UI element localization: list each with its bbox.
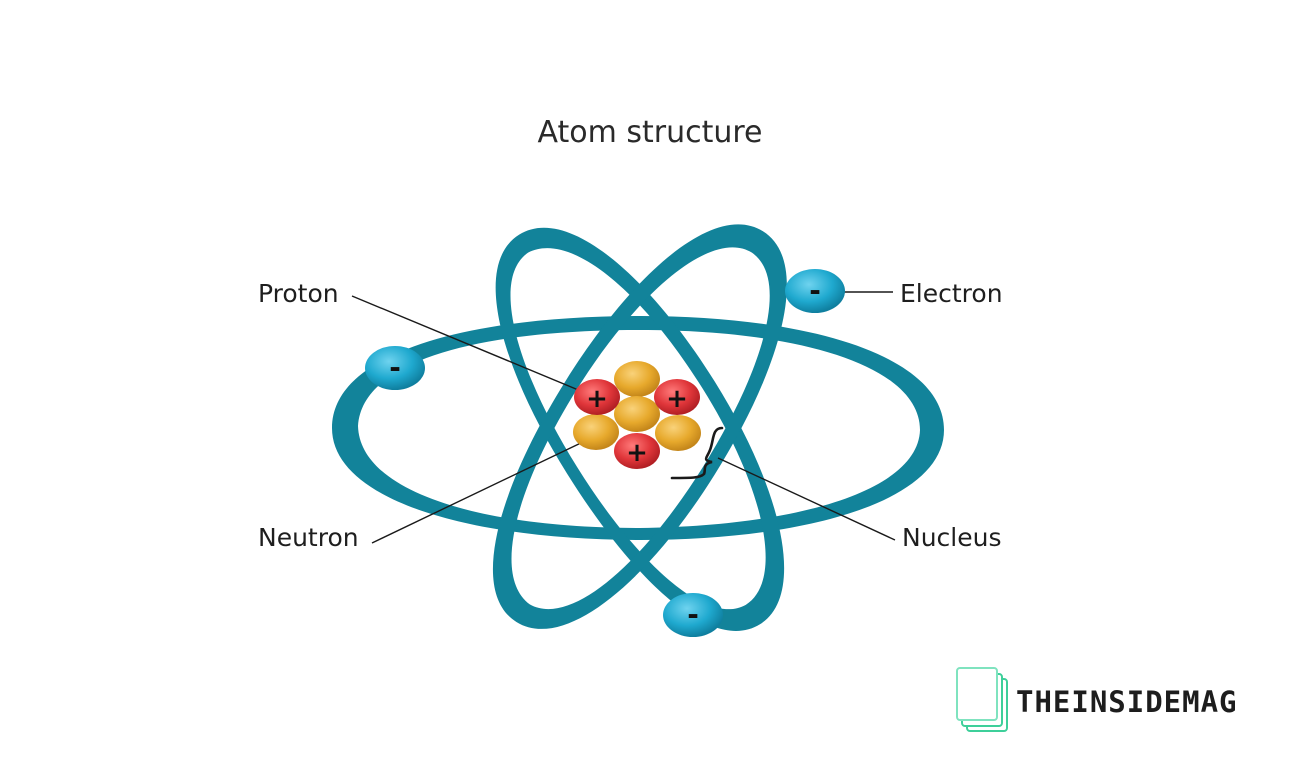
- electrons: - - -: [365, 269, 845, 637]
- proton: [654, 379, 700, 415]
- nucleus: + + +: [573, 361, 701, 469]
- proton: [574, 379, 620, 415]
- nucleus-bracket: [670, 426, 724, 480]
- neutron-leader: [371, 440, 586, 544]
- electron-sign: -: [687, 598, 699, 631]
- orbits: [332, 224, 944, 631]
- orbit-tilted-left: [492, 224, 787, 629]
- neutron: [614, 361, 660, 397]
- brand-logo: THEINSIDEMAG: [956, 667, 1238, 732]
- stacked-pages-icon: [956, 667, 1008, 732]
- label-nucleus: Nucleus: [902, 523, 1002, 552]
- electron: [785, 269, 845, 313]
- proton-sign: +: [586, 384, 608, 414]
- label-proton: Proton: [258, 279, 339, 308]
- electron-sign: -: [809, 274, 821, 307]
- neutron: [655, 415, 701, 451]
- nucleus-leader: [717, 457, 896, 541]
- proton: [614, 433, 660, 469]
- electron-sign: -: [389, 351, 401, 384]
- neutron: [573, 414, 619, 450]
- proton-leader: [351, 295, 589, 395]
- electron: [663, 593, 723, 637]
- proton-sign: +: [626, 438, 648, 468]
- neutron: [614, 396, 660, 432]
- proton-sign: +: [666, 384, 688, 414]
- label-electron: Electron: [900, 279, 1003, 308]
- electron: [365, 346, 425, 390]
- label-neutron: Neutron: [258, 523, 359, 552]
- brand-wordmark: THEINSIDEMAG: [1016, 685, 1238, 719]
- leader-lines: [351, 291, 896, 544]
- diagram-title: Atom structure: [537, 115, 762, 150]
